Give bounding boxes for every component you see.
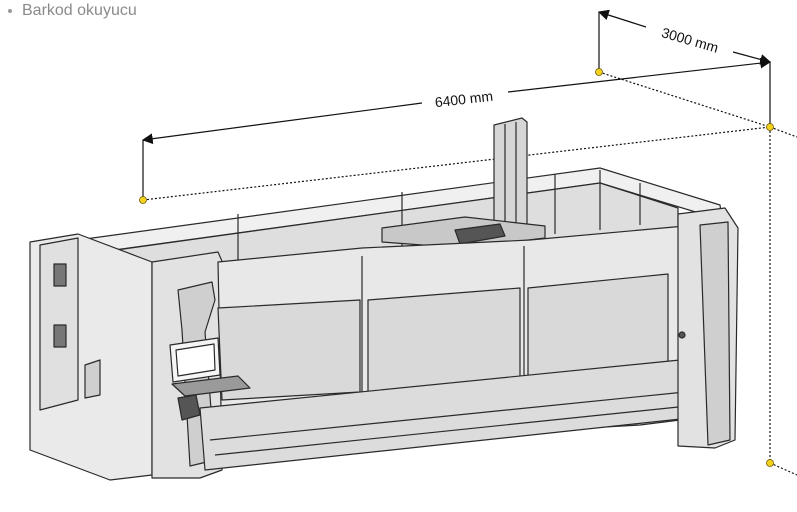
barcode-scanner (177, 394, 201, 421)
right-end-panel (699, 221, 731, 446)
right-end-button (678, 331, 686, 339)
reference-point (139, 196, 147, 204)
length-dimension-arrow (507, 57, 772, 93)
feature-bullet-text: Barkod okuyucu (22, 2, 137, 19)
feature-bullet-item: Barkod okuyucu (8, 0, 137, 22)
operator-screen (175, 343, 216, 377)
dashed-reference-line (769, 462, 797, 476)
length-dimension-arrow (141, 102, 423, 145)
dashed-reference-line (598, 71, 771, 128)
reference-point (766, 123, 774, 131)
dimension-lines (141, 9, 797, 476)
reference-point (766, 459, 774, 467)
operator-keyboard (171, 375, 251, 397)
width-dimension-label: 3000 mm (660, 24, 721, 55)
reference-points (139, 68, 774, 467)
cabinet-handle (84, 359, 101, 399)
dashed-reference-line (769, 126, 797, 138)
width-dimension-arrow (597, 9, 647, 28)
width-dimension-arrow (732, 51, 772, 65)
front-window (527, 273, 669, 379)
length-dimension-label: 6400 mm (434, 88, 494, 111)
cabinet-vent (53, 263, 67, 287)
dashed-reference-line (142, 126, 771, 201)
bullet-dot (8, 9, 12, 13)
cabinet-vent (53, 324, 67, 348)
cabinet-door (39, 237, 79, 411)
skirt-line (214, 405, 689, 456)
reference-point (595, 68, 603, 76)
skirt-line (209, 391, 686, 441)
front-window (367, 287, 521, 393)
gantry-carriage (454, 223, 506, 245)
machine-illustration (29, 117, 739, 481)
